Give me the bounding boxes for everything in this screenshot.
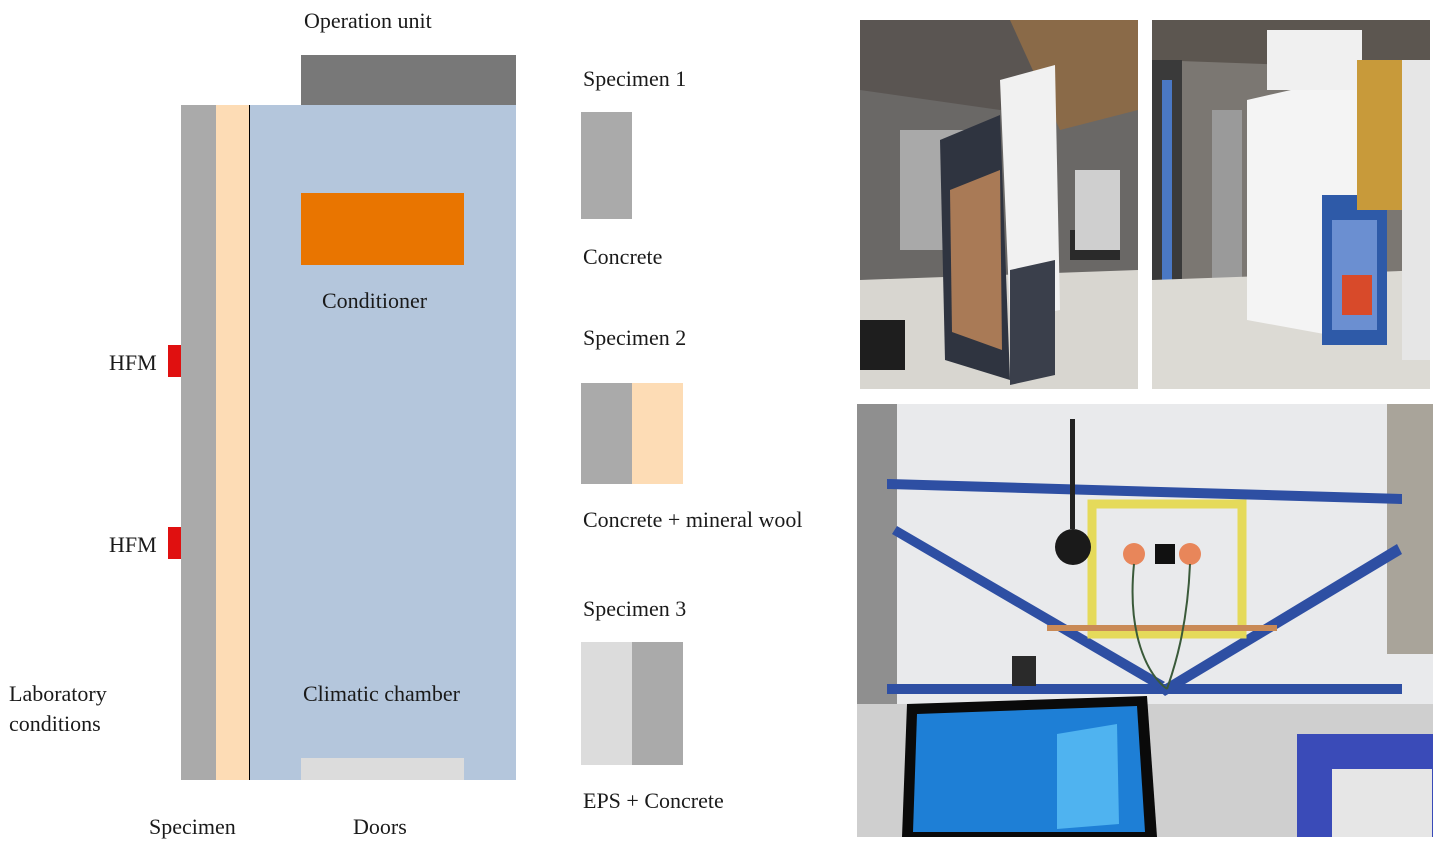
lab-photo-specimen-eps: [1152, 20, 1430, 389]
hfm-upper-label: HFM: [109, 350, 157, 375]
operation-unit-label: Operation unit: [304, 8, 432, 33]
specimen-chamber-boundary: [249, 105, 250, 780]
specimen-2-wool-swatch: [632, 383, 683, 484]
specimen-1-concrete-swatch: [581, 112, 632, 219]
doors-block: [301, 758, 464, 780]
lab-photo-specimen-front: [860, 20, 1138, 389]
laboratory-conditions-label-line2: conditions: [9, 711, 101, 736]
specimen-1-title: Specimen 1: [583, 66, 687, 91]
doors-label: Doors: [353, 814, 407, 839]
hfm-upper-sensor: [168, 345, 181, 377]
specimen-3-title: Specimen 3: [583, 596, 687, 621]
specimen-3-caption: EPS + Concrete: [583, 788, 724, 813]
specimen-label: Specimen: [149, 814, 236, 839]
specimen-wool-layer: [216, 105, 250, 780]
lab-photo-hfm-setup: [857, 404, 1433, 837]
specimen-3-concrete-swatch: [632, 642, 683, 765]
hfm-lower-label: HFM: [109, 532, 157, 557]
climatic-chamber-label: Climatic chamber: [303, 681, 460, 706]
specimen-3-eps-swatch: [581, 642, 632, 765]
operation-unit-block: [301, 55, 516, 106]
specimen-1-caption: Concrete: [583, 244, 663, 269]
specimen-2-title: Specimen 2: [583, 325, 687, 350]
specimen-2-caption: Concrete + mineral wool: [583, 507, 803, 532]
laboratory-conditions-label-line1: Laboratory: [9, 681, 107, 706]
hfm-lower-sensor: [168, 527, 181, 559]
conditioner-block: [301, 193, 464, 265]
specimen-2-concrete-swatch: [581, 383, 632, 484]
specimen-concrete-layer: [181, 105, 216, 780]
conditioner-label: Conditioner: [322, 288, 428, 313]
